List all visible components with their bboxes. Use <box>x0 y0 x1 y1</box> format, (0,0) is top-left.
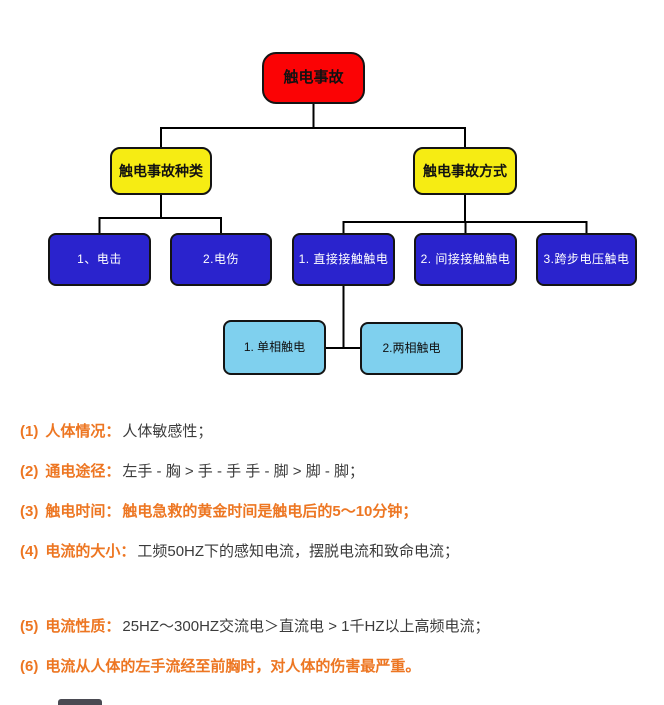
note-label: 触电时间： <box>45 503 121 520</box>
note-label: 人体情况： <box>45 423 121 440</box>
note-number: (4) <box>20 543 39 560</box>
note-item-4: (4) 电流的大小：工频50HZ下的感知电流，摆脱电流和致命电流； <box>20 541 652 563</box>
note-number: (1) <box>20 423 39 440</box>
node-accident-modes: 触电事故方式 <box>413 147 517 195</box>
node-accident-kinds: 触电事故种类 <box>110 147 212 195</box>
note-item-6: (6) 电流从人体的左手流经至前胸时，对人体的伤害最严重。 <box>20 656 652 678</box>
node-step-voltage: 3.跨步电压触电 <box>536 233 637 286</box>
note-label: 通电途径： <box>45 463 121 480</box>
note-text: 25HZ～300HZ交流电＞直流电 > 1千HZ以上高频电流； <box>122 618 490 635</box>
node-electric-shock-accident: 触电事故 <box>262 52 365 104</box>
note-number: (5) <box>20 618 39 635</box>
note-label: 电流性质： <box>45 618 121 635</box>
note-number: (3) <box>20 503 39 520</box>
note-item-2: (2) 通电途径：左手 - 胸 > 手 - 手 手 - 脚 > 脚 - 脚； <box>20 461 652 483</box>
node-indirect-contact: 2. 间接接触触电 <box>414 233 517 286</box>
node-electric-injury: 2.电伤 <box>170 233 272 286</box>
note-number: (6) <box>20 658 39 675</box>
note-text: 触电急救的黄金时间是触电后的5～10分钟； <box>122 503 418 520</box>
note-item-3: (3) 触电时间：触电急救的黄金时间是触电后的5～10分钟； <box>20 501 652 523</box>
note-item-5: (5) 电流性质：25HZ～300HZ交流电＞直流电 > 1千HZ以上高频电流； <box>20 616 652 638</box>
note-label: 电流的大小： <box>45 543 136 560</box>
note-text: 左手 - 胸 > 手 - 手 手 - 脚 > 脚 - 脚； <box>122 463 365 480</box>
note-text: 人体敏感性； <box>122 423 213 440</box>
node-single-phase: 1. 单相触电 <box>223 320 326 375</box>
notes-list: (1) 人体情况：人体敏感性； (2) 通电途径：左手 - 胸 > 手 - 手 手 … <box>20 421 652 696</box>
note-item-1: (1) 人体情况：人体敏感性； <box>20 421 652 443</box>
node-two-phase: 2.两相触电 <box>360 322 463 375</box>
node-electric-strike: 1、电击 <box>48 233 151 286</box>
note-text: 工频50HZ下的感知电流，摆脱电流和致命电流； <box>137 543 460 560</box>
note-text: 电流从人体的左手流经至前胸时，对人体的伤害最严重。 <box>45 658 421 675</box>
node-direct-contact: 1. 直接接触触电 <box>292 233 395 286</box>
note-number: (2) <box>20 463 39 480</box>
cropped-bottom-element <box>58 699 102 705</box>
